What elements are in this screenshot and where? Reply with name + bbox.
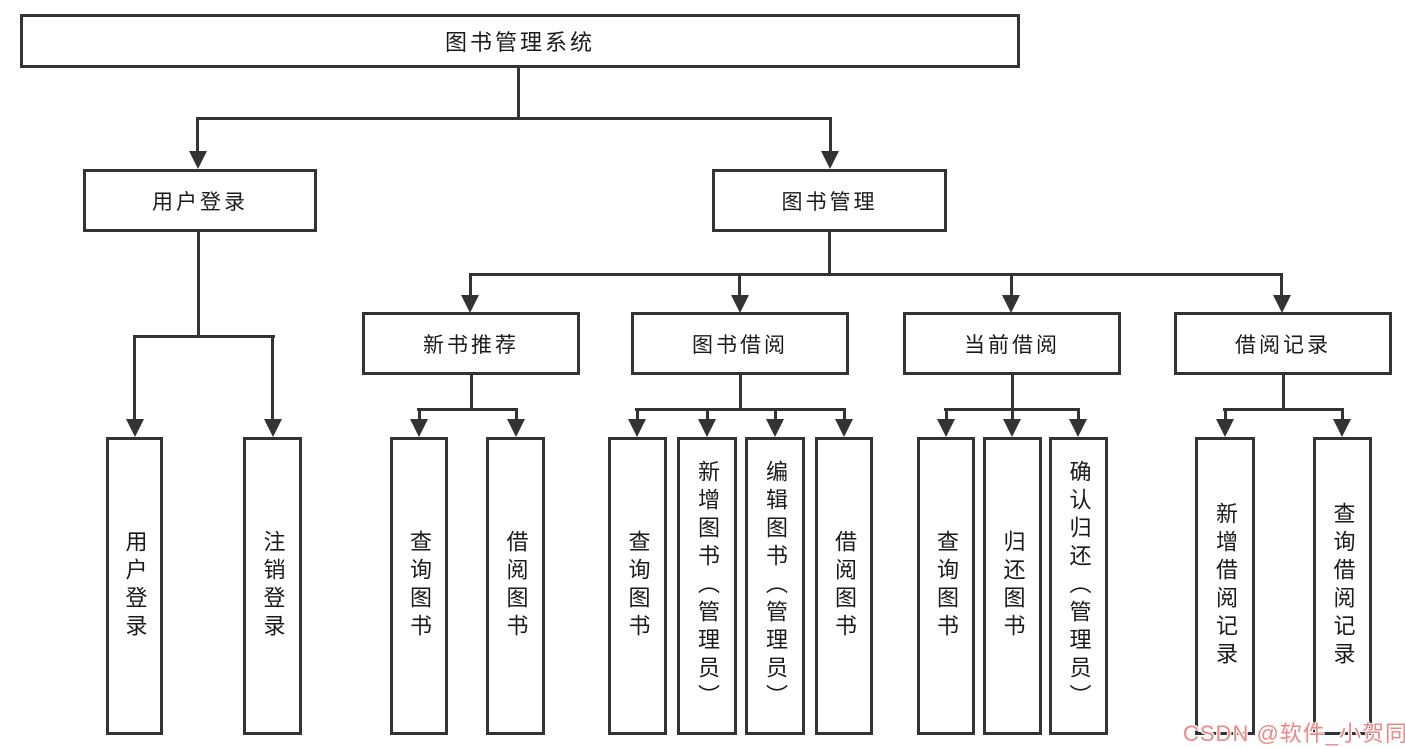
node-query-borrow-record-label: 查询借阅记录 — [1330, 502, 1356, 670]
node-book-management: 图书管理 — [712, 169, 947, 232]
arrowhead-down — [1216, 419, 1234, 437]
node-user-login: 用户登录 — [83, 169, 317, 232]
node-current-query-book: 查询图书 — [917, 437, 975, 735]
node-user-login-leaf: 用户登录 — [106, 437, 163, 735]
arrowhead-down — [461, 295, 479, 313]
connector-borrow-drop — [738, 273, 741, 297]
node-return-book: 归还图书 — [983, 437, 1042, 735]
connector-leaf-drop — [843, 408, 846, 424]
arrowhead-down — [507, 419, 525, 437]
node-borrow-query-book-label: 查询图书 — [625, 530, 651, 642]
connector-current-drop — [1010, 273, 1013, 297]
connector-borrow-hline — [635, 408, 846, 411]
connector-leaf-drop — [515, 408, 518, 424]
connector-level2-hline — [196, 117, 832, 120]
connector-current-stem — [1011, 374, 1014, 411]
connector-leaf-drop — [774, 408, 777, 424]
arrowhead-down — [821, 151, 839, 169]
node-confirm-return-admin: 确认归还（管理员） — [1049, 437, 1108, 735]
connector-borrow-stem — [739, 374, 742, 411]
node-book-borrow-label: 图书借阅 — [692, 333, 788, 357]
node-recommend-query-book-label: 查询图书 — [407, 530, 432, 642]
connector-recommend-drop — [469, 273, 472, 297]
node-query-borrow-record: 查询借阅记录 — [1313, 437, 1372, 735]
arrowhead-down — [937, 419, 955, 437]
arrowhead-down — [835, 419, 853, 437]
arrowhead-down — [1002, 295, 1020, 313]
connector-user-login-stem — [197, 232, 200, 338]
node-logout-leaf: 注销登录 — [243, 437, 302, 735]
connector-level3-hline — [469, 273, 1283, 276]
node-new-book-recommend-label: 新书推荐 — [423, 333, 519, 357]
node-borrow-query-book: 查询图书 — [608, 437, 667, 735]
arrowhead-down — [264, 419, 282, 437]
arrowhead-down — [1333, 419, 1351, 437]
node-borrow-borrow-book-label: 借阅图书 — [832, 530, 857, 642]
arrowhead-down — [1069, 419, 1087, 437]
connector-records-hline — [1223, 408, 1344, 411]
connector-records-stem — [1282, 374, 1285, 411]
node-confirm-return-admin-label: 确认归还（管理员） — [1066, 460, 1092, 712]
connector-recommend-hline — [417, 408, 518, 411]
node-add-book-admin-label: 新增图书（管理员） — [695, 460, 720, 712]
node-root-label: 图书管理系统 — [444, 30, 595, 55]
arrowhead-down — [766, 419, 784, 437]
csdn-watermark: CSDN @软件_小贺同学 — [1183, 721, 1405, 746]
node-logout-leaf-label: 注销登录 — [260, 530, 286, 642]
node-borrow-borrow-book: 借阅图书 — [815, 437, 873, 735]
node-book-borrow: 图书借阅 — [631, 312, 849, 375]
connector-book-management-drop — [829, 117, 832, 153]
arrowhead-down — [1273, 295, 1291, 313]
node-root: 图书管理系统 — [20, 14, 1020, 68]
connector-records-drop — [1280, 273, 1283, 297]
node-recommend-borrow-book: 借阅图书 — [486, 437, 545, 735]
node-edit-book-admin-label: 编辑图书（管理员） — [763, 460, 788, 712]
arrowhead-down — [410, 419, 428, 437]
connector-user-login-drop — [196, 117, 199, 153]
connector-leaf-drop — [1224, 408, 1227, 424]
connector-leaf-drop — [945, 408, 948, 424]
connector-root-drop — [517, 68, 520, 117]
connector-leaf-drop — [418, 408, 421, 424]
node-add-borrow-record-label: 新增借阅记录 — [1213, 502, 1238, 670]
arrowhead-down — [731, 295, 749, 313]
node-return-book-label: 归还图书 — [1000, 530, 1026, 642]
connector-leaf-drop — [133, 335, 136, 424]
node-current-query-book-label: 查询图书 — [934, 530, 959, 642]
arrowhead-down — [1003, 419, 1021, 437]
connector-leaf-drop — [271, 335, 274, 424]
connector-recommend-stem — [470, 374, 473, 411]
arrowhead-down — [698, 419, 716, 437]
connector-leaf-drop — [1341, 408, 1344, 424]
node-current-borrow-label: 当前借阅 — [964, 333, 1060, 357]
connector-user-login-hline — [133, 335, 275, 338]
arrowhead-down — [628, 419, 646, 437]
node-user-login-leaf-label: 用户登录 — [122, 530, 148, 642]
node-recommend-borrow-book-label: 借阅图书 — [503, 530, 529, 642]
node-current-borrow: 当前借阅 — [903, 312, 1121, 375]
node-borrow-records-label: 借阅记录 — [1235, 333, 1331, 357]
node-add-borrow-record: 新增借阅记录 — [1195, 437, 1255, 735]
node-add-book-admin: 新增图书（管理员） — [677, 437, 737, 735]
node-book-management-label: 图书管理 — [781, 190, 878, 214]
node-recommend-query-book: 查询图书 — [390, 437, 448, 735]
arrowhead-down — [189, 151, 207, 169]
connector-leaf-drop — [1077, 408, 1080, 424]
connector-leaf-drop — [636, 408, 639, 424]
connector-book-management-stem — [828, 232, 831, 276]
node-user-login-label: 用户登录 — [152, 190, 248, 214]
node-edit-book-admin: 编辑图书（管理员） — [745, 437, 805, 735]
arrowhead-down — [126, 419, 144, 437]
connector-leaf-drop — [1011, 408, 1014, 424]
node-borrow-records: 借阅记录 — [1174, 312, 1392, 375]
node-new-book-recommend: 新书推荐 — [362, 312, 580, 375]
connector-leaf-drop — [706, 408, 709, 424]
